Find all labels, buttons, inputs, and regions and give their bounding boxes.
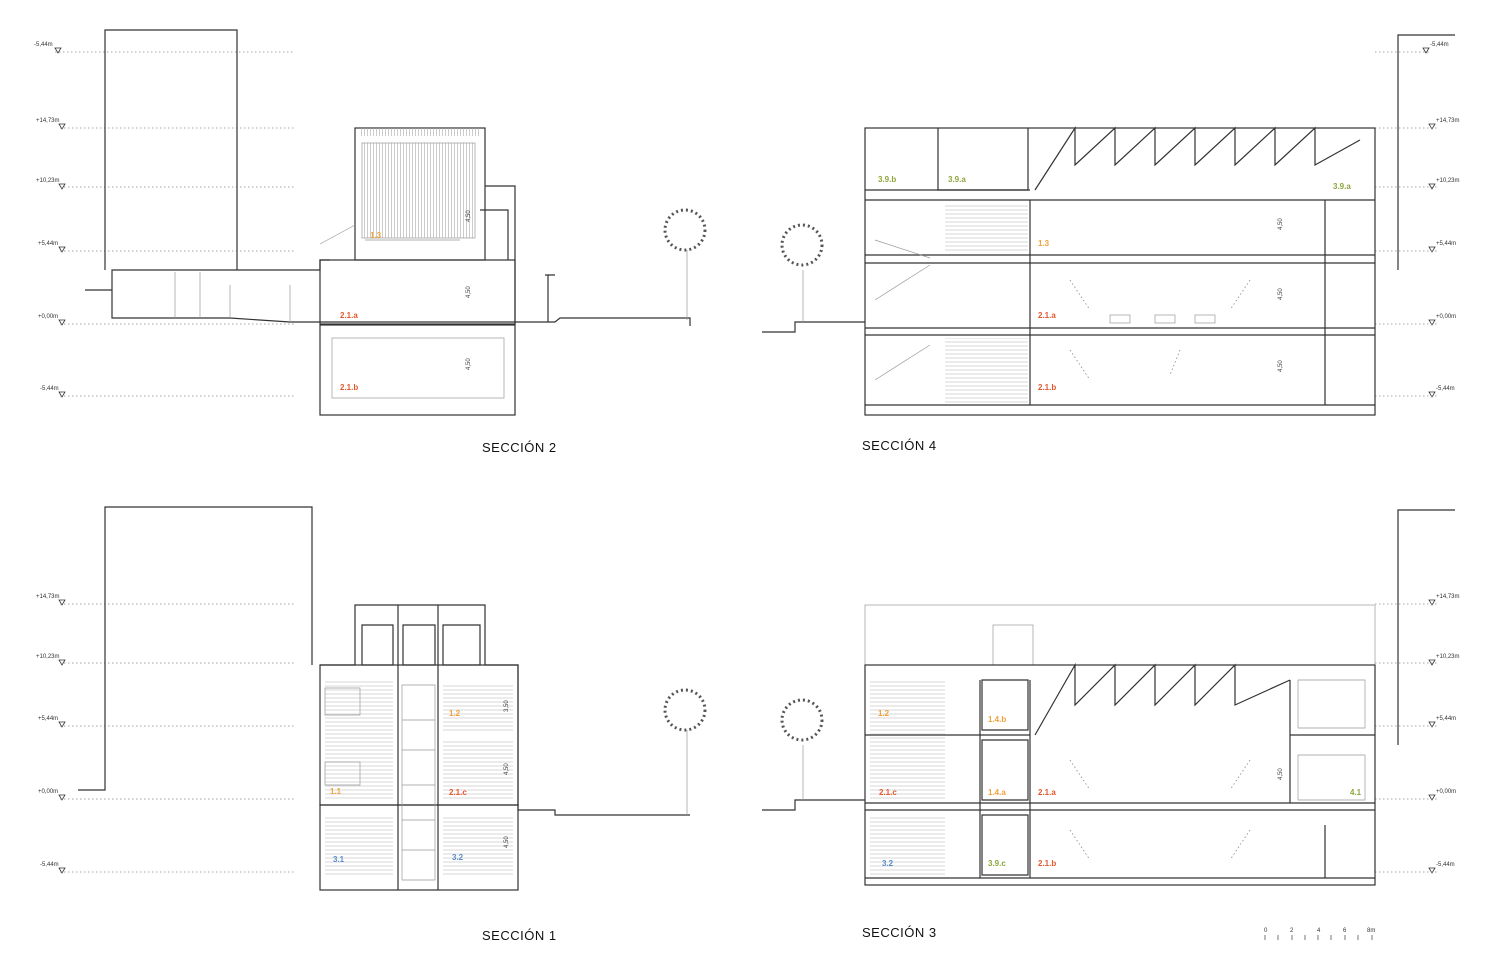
room-label: 1.1 [330, 787, 342, 796]
svg-text:2: 2 [1290, 928, 1294, 934]
room-label: 3.9.b [878, 175, 896, 184]
level-label: +14,73m [36, 118, 60, 124]
svg-text:4,50: 4,50 [466, 286, 472, 298]
svg-text:+14,73m: +14,73m [1436, 594, 1460, 600]
svg-text:4,50: 4,50 [504, 763, 510, 775]
room-label: 2.1.b [340, 383, 358, 392]
svg-text:6: 6 [1343, 928, 1347, 934]
svg-text:-5,44m: -5,44m [1436, 862, 1455, 868]
tree-icon [663, 688, 707, 815]
scale-bar: 0 2 4 6 8m [1264, 928, 1375, 940]
svg-text:4,50: 4,50 [1278, 768, 1284, 780]
tree-icon [780, 223, 824, 322]
svg-text:+14,73m: +14,73m [1436, 118, 1460, 124]
section-1-drawing: 3,50 4,50 4,50 1.2 1.1 2.1.c 3.1 3.2 SEC… [78, 506, 707, 943]
room-label: 3.9.a [1333, 182, 1351, 191]
section-title: SECCIÓN 4 [862, 438, 937, 453]
svg-text:-5,44m: -5,44m [40, 862, 59, 868]
section-3-drawing: 4,50 1.2 1.4.b 2.1.c 1.4.a 2.1.a 4.1 3.2… [762, 509, 1455, 940]
level-markers-right-bottom: +14,73m +10,23m +5,44m +0,00m -5,44m [1375, 594, 1460, 874]
level-markers-right-top: -5,44m +14,73m +10,23m +5,44m +0,00m -5,… [1375, 42, 1460, 398]
svg-text:-5,44m: -5,44m [1436, 386, 1455, 392]
svg-text:8m: 8m [1367, 928, 1375, 934]
svg-text:0: 0 [1264, 928, 1268, 934]
svg-text:+10,23m: +10,23m [1436, 654, 1460, 660]
svg-text:+0,00m: +0,00m [1436, 789, 1456, 795]
svg-text:+0,00m: +0,00m [1436, 314, 1456, 320]
section-title: SECCIÓN 3 [862, 925, 937, 940]
level-label: +10,23m [36, 178, 60, 184]
level-markers-left-bottom: +14,73m +10,23m +5,44m +0,00m -5,44m [36, 594, 295, 874]
room-label: 2.1.a [1038, 788, 1056, 797]
room-label: 1.2 [878, 709, 890, 718]
level-label: -5,44m [40, 386, 59, 392]
section-4-drawing: 4,50 4,50 4,50 3.9.b 3.9.a 3.9.a 1.3 2.1… [762, 34, 1455, 453]
room-label: 1.2 [449, 709, 461, 718]
tree-icon [663, 208, 707, 320]
level-label: +5,44m [38, 241, 58, 247]
room-label: 2.1.a [1038, 311, 1056, 320]
svg-text:4,50: 4,50 [1278, 360, 1284, 372]
svg-text:4: 4 [1317, 928, 1321, 934]
room-label: 2.1.c [449, 788, 467, 797]
room-label: 3.9.c [988, 859, 1006, 868]
svg-text:3,50: 3,50 [504, 700, 510, 712]
svg-text:4,50: 4,50 [466, 358, 472, 370]
svg-text:+5,44m: +5,44m [1436, 241, 1456, 247]
svg-text:+10,23m: +10,23m [1436, 178, 1460, 184]
svg-text:+10,23m: +10,23m [36, 654, 60, 660]
room-label: 3.2 [882, 859, 894, 868]
room-label: 3.2 [452, 853, 464, 862]
room-label: 2.1.c [879, 788, 897, 797]
room-label: 1.4.b [988, 715, 1006, 724]
room-label: 2.1.b [1038, 383, 1056, 392]
svg-text:-5,44m: -5,44m [1430, 42, 1449, 48]
svg-text:+5,44m: +5,44m [38, 716, 58, 722]
tree-icon [780, 698, 824, 800]
section-title: SECCIÓN 2 [482, 440, 557, 455]
level-label: -5,44m [34, 42, 53, 48]
svg-text:+0,00m: +0,00m [38, 789, 58, 795]
section-2-drawing: 4,50 4,50 4,50 1.3 2.1.a 2.1.b SECCIÓN 2 [85, 29, 707, 455]
svg-text:4,50: 4,50 [1278, 288, 1284, 300]
level-triangle-icon [1422, 47, 1436, 398]
svg-text:4,50: 4,50 [1278, 218, 1284, 230]
svg-text:+14,73m: +14,73m [36, 594, 60, 600]
level-triangle-icon [54, 47, 66, 398]
room-label: 2.1.b [1038, 859, 1056, 868]
room-label: 1.4.a [988, 788, 1006, 797]
room-label: 1.3 [370, 231, 382, 240]
section-title: SECCIÓN 1 [482, 928, 557, 943]
svg-text:4,50: 4,50 [466, 210, 472, 222]
room-label: 2.1.a [340, 311, 358, 320]
level-label: +0,00m [38, 314, 58, 320]
svg-text:4,50: 4,50 [504, 836, 510, 848]
room-label: 1.3 [1038, 239, 1050, 248]
svg-text:+5,44m: +5,44m [1436, 716, 1456, 722]
room-label: 3.9.a [948, 175, 966, 184]
room-label: 4.1 [1350, 788, 1362, 797]
room-label: 3.1 [333, 855, 345, 864]
level-markers-left-top: -5,44m +14,73m +10,23m +5,44m +0,00m -5,… [34, 42, 295, 398]
